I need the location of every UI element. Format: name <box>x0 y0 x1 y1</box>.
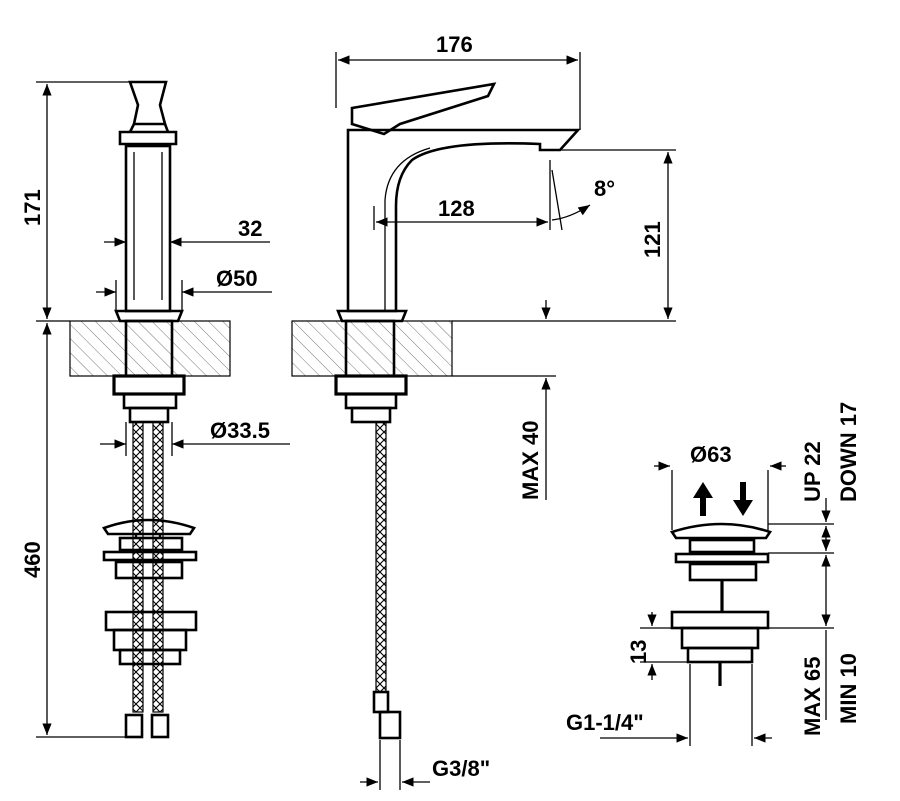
dimension-labels: 176 128 8° 121 171 460 32 Ø50 Ø33.5 MAX … <box>20 32 861 781</box>
hose-front-2 <box>152 421 164 713</box>
dim-body-height: 171 <box>20 189 45 226</box>
front-view <box>69 80 231 739</box>
dim-base-diameter: Ø50 <box>216 266 258 291</box>
dim-spout-angle: 8° <box>594 176 615 201</box>
dim-body-top-width: 32 <box>238 216 262 241</box>
mixer-body-side <box>346 128 581 313</box>
dim-hose-length: 460 <box>20 541 45 578</box>
dim-deck-thickness: MAX 40 <box>518 421 543 500</box>
dim-waste-travel-down: DOWN 17 <box>836 402 861 502</box>
dim-overall-width: 176 <box>436 32 473 57</box>
dimension-lines <box>36 52 834 790</box>
dim-waste-thickness-min: MIN 10 <box>836 653 861 724</box>
dim-waste-cap-diameter: Ø63 <box>690 442 732 467</box>
waste-valve <box>669 482 773 686</box>
hose-side <box>375 421 387 693</box>
dim-waste-travel-up: UP 22 <box>800 441 825 502</box>
dim-shank-diameter: Ø33.5 <box>210 418 270 443</box>
handle-lever-side <box>350 82 497 136</box>
dim-waste-thickness-max: MAX 65 <box>800 657 825 736</box>
dim-hose-thread: G3/8" <box>432 756 490 781</box>
dim-waste-thread: G1-1/4" <box>566 710 644 735</box>
dim-waste-flange-height: 13 <box>626 640 651 664</box>
countertop-right <box>291 320 453 377</box>
dim-spout-reach: 128 <box>438 196 475 221</box>
mixer-body-front <box>124 144 172 313</box>
down-arrow-icon <box>733 482 753 516</box>
side-view <box>291 82 581 740</box>
up-arrow-icon <box>693 482 713 516</box>
dim-spout-height: 121 <box>640 221 665 258</box>
handle-lever-front <box>128 80 168 126</box>
countertop-left <box>69 320 231 377</box>
hose-front-1 <box>132 421 144 713</box>
